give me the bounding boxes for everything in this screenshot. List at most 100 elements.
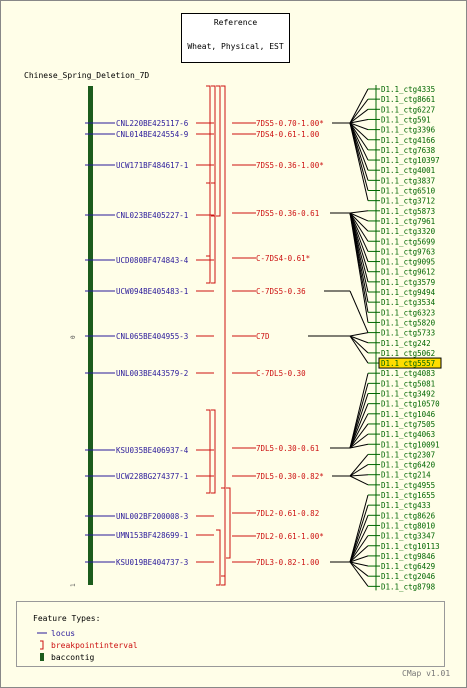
correspondence-line (349, 332, 369, 337)
correspondence-line (349, 464, 369, 477)
interval-label[interactable]: C-7DS5-0.36 (256, 287, 306, 296)
locus-label[interactable]: CNL014BE424554-9 (116, 130, 188, 139)
contig-label[interactable]: D1.1_ctg5081 (381, 379, 435, 388)
locus-label[interactable]: KSU019BE404737-3 (116, 558, 188, 567)
contig-label[interactable]: D1.1_ctg3534 (381, 298, 436, 307)
contig-label[interactable]: D1.1_ctg8010 (381, 521, 436, 530)
contig-label[interactable]: D1.1_ctg1046 (381, 410, 436, 419)
contig-label[interactable]: D1.1_ctg3320 (381, 227, 436, 236)
locus-label[interactable]: KSU035BE406937-4 (116, 446, 189, 455)
contig-label[interactable]: D1.1_ctg10091 (381, 440, 440, 449)
contig-label[interactable]: D1.1_ctg242 (381, 339, 431, 348)
locus-label[interactable]: CNL065BE404955-3 (116, 332, 188, 341)
correspondence-line (349, 393, 369, 449)
correspondence-line (349, 122, 369, 161)
contig-label[interactable]: D1.1_ctg1655 (381, 491, 435, 500)
correspondence-line (349, 122, 369, 131)
locus-label[interactable]: UCW171BF484617-1 (116, 161, 188, 170)
contig-label[interactable]: D1.1_ctg4001 (381, 166, 435, 175)
correspondence-line (349, 535, 369, 563)
contig-label[interactable]: D1.1_ctg2046 (381, 572, 436, 581)
contig-label[interactable]: D1.1_ctg5873 (381, 207, 435, 216)
contig-label[interactable]: D1.1_ctg10113 (381, 542, 440, 551)
contig-label[interactable]: D1.1_ctg4063 (381, 430, 435, 439)
interval-label[interactable]: 7DL3-0.82-1.00 (256, 558, 320, 567)
correspondence-line (349, 443, 369, 449)
correspondence-line (349, 561, 369, 567)
contig-label[interactable]: D1.1_ctg3347 (381, 532, 435, 541)
interval-label[interactable]: C7D (256, 332, 270, 341)
contig-label[interactable]: D1.1_ctg591 (381, 115, 431, 124)
contig-label[interactable]: D1.1_ctg6510 (381, 187, 436, 196)
contig-label[interactable]: D1.1_ctg5699 (381, 237, 435, 246)
locus-label[interactable]: CNL220BE425117-6 (116, 119, 189, 128)
contig-label[interactable]: D1.1_ctg5733 (381, 329, 435, 338)
legend-label-breakpointinterval: breakpointinterval (51, 641, 138, 650)
contig-label[interactable]: D1.1_ctg9846 (381, 552, 436, 561)
interval-label[interactable]: 7DS5-0.36-0.61 (256, 209, 319, 218)
contig-label[interactable]: D1.1_ctg4166 (381, 136, 436, 145)
contig-label[interactable]: D1.1_ctg7961 (381, 217, 435, 226)
interval-label[interactable]: 7DL5-0.30-0.82* (256, 472, 324, 481)
locus-icon (37, 632, 47, 634)
contig-label[interactable]: D1.1_ctg5557 (381, 359, 435, 368)
locus-label[interactable]: UCW228BG274377-1 (116, 472, 188, 481)
contig-label[interactable]: D1.1_ctg10397 (381, 156, 440, 165)
locus-label[interactable]: UCD080BF474843-4 (116, 256, 189, 265)
contig-label[interactable]: D1.1_ctg3712 (381, 197, 435, 206)
interval-label[interactable]: C-7DS4-0.61* (256, 254, 310, 263)
interval-label[interactable]: 7DL2-0.61-0.82 (256, 509, 319, 518)
locus-label[interactable]: UMN153BF428699-1 (116, 531, 188, 540)
correspondence-line (349, 212, 369, 242)
interval-label[interactable]: 7DS5-0.36-1.00* (256, 161, 324, 170)
interval-label[interactable]: 7DS4-0.61-1.00 (256, 130, 320, 139)
correspondence-line (349, 210, 369, 214)
contig-label[interactable]: D1.1_ctg6323 (381, 308, 435, 317)
correspondence-line (349, 212, 369, 252)
contig-label[interactable]: D1.1_ctg8798 (381, 582, 436, 591)
interval-label[interactable]: 7DL5-0.30-0.61 (256, 444, 319, 453)
correspondence-line (349, 515, 369, 563)
breakpoint-bracket (206, 409, 211, 494)
contig-label[interactable]: D1.1_ctg3579 (381, 278, 435, 287)
contig-label[interactable]: D1.1_ctg433 (381, 501, 431, 510)
contig-label[interactable]: D1.1_ctg8626 (381, 511, 436, 520)
contig-label[interactable]: D1.1_ctg8661 (381, 95, 435, 104)
interval-label[interactable]: 7DL2-0.61-1.00* (256, 532, 324, 541)
contig-label[interactable]: D1.1_ctg214 (381, 471, 431, 480)
contig-label[interactable]: D1.1_ctg9494 (381, 288, 436, 297)
contig-label[interactable]: D1.1_ctg6420 (381, 461, 436, 470)
contig-label[interactable]: D1.1_ctg4083 (381, 369, 435, 378)
scale-top-label: 0 (70, 335, 77, 339)
contig-label[interactable]: D1.1_ctg7638 (381, 146, 436, 155)
interval-label[interactable]: 7DS5-0.70-1.00* (256, 119, 324, 128)
reference-box[interactable]: Reference Wheat, Physical, EST (181, 13, 290, 63)
locus-label[interactable]: UCW094BE405483-1 (116, 287, 188, 296)
locus-label[interactable]: UNL003BE443579-2 (116, 369, 188, 378)
contig-label[interactable]: D1.1_ctg2307 (381, 450, 435, 459)
contig-label[interactable]: D1.1_ctg5820 (381, 318, 436, 327)
contig-label[interactable]: D1.1_ctg4955 (381, 481, 435, 490)
reference-subtitle: Wheat, Physical, EST (187, 42, 284, 51)
legend-heading: Feature Types: (33, 614, 101, 623)
locus-group: CNL220BE425117-6CNL014BE424554-9UCW171BF… (85, 119, 214, 567)
contig-label[interactable]: D1.1_ctg4335 (381, 85, 435, 94)
contig-label[interactable]: D1.1_ctg3837 (381, 176, 435, 185)
breakpoint-bracket (221, 487, 226, 586)
correspondence-line (349, 403, 369, 449)
contig-label[interactable]: D1.1_ctg6429 (381, 562, 435, 571)
contig-label[interactable]: D1.1_ctg10570 (381, 400, 440, 409)
contig-label[interactable]: D1.1_ctg3396 (381, 126, 436, 135)
contig-label[interactable]: D1.1_ctg5062 (381, 349, 435, 358)
contig-label[interactable]: D1.1_ctg6227 (381, 105, 435, 114)
map-title[interactable]: Chinese_Spring_Deletion_7D (24, 71, 150, 80)
contig-label[interactable]: D1.1_ctg7505 (381, 420, 435, 429)
locus-label[interactable]: CNL023BE405227-1 (116, 211, 188, 220)
contig-label[interactable]: D1.1_ctg9095 (381, 258, 435, 267)
contig-label[interactable]: D1.1_ctg3492 (381, 390, 435, 399)
locus-label[interactable]: UNL002BF200008-3 (116, 512, 188, 521)
contig-label[interactable]: D1.1_ctg9763 (381, 247, 435, 256)
correspondence-line (349, 561, 369, 577)
contig-label[interactable]: D1.1_ctg9612 (381, 268, 435, 277)
interval-label[interactable]: C-7DL5-0.30 (256, 369, 306, 378)
